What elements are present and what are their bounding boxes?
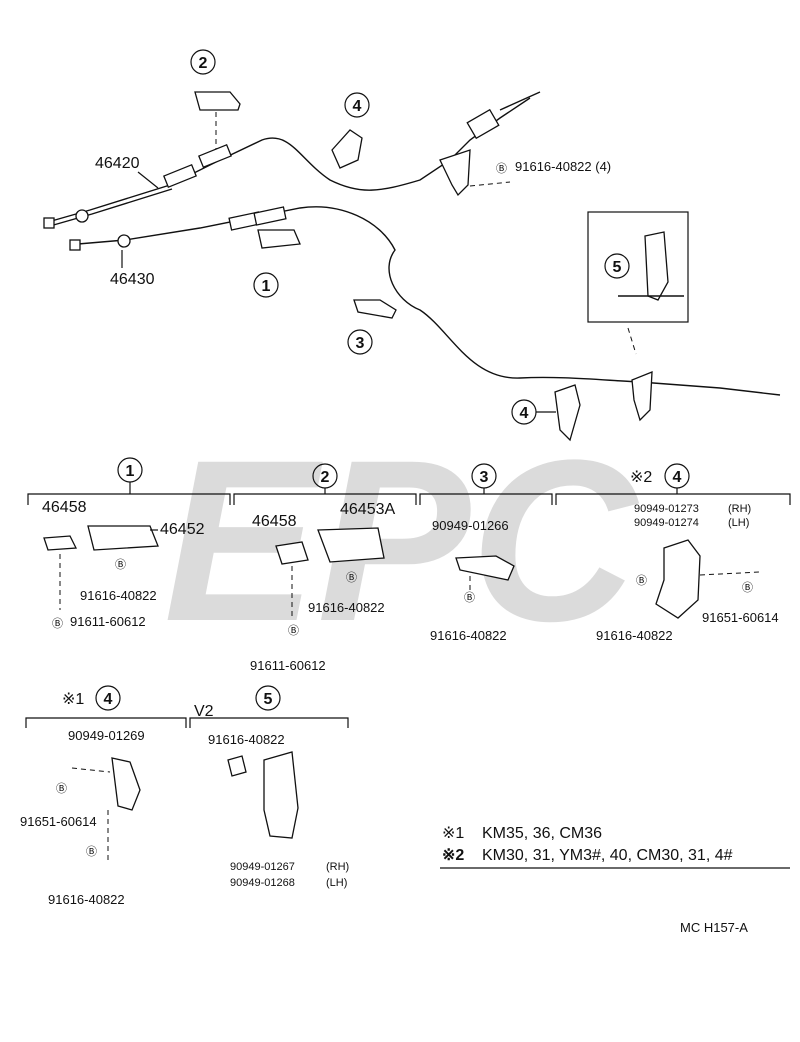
callout-2-top: 2 (190, 49, 216, 75)
bracket-90949-01269 (111, 757, 141, 811)
clip-46458-g2 (275, 541, 309, 565)
equalizer-bracket (439, 149, 471, 197)
svg-text:Ⓑ: Ⓑ (288, 624, 299, 637)
variant-mark-2: ※2 (630, 469, 652, 486)
svg-text:Ⓑ: Ⓑ (56, 782, 67, 795)
bracket-90949-01266 (455, 555, 515, 581)
part-90949-01273: 90949-01273 (634, 503, 699, 515)
svg-text:Ⓑ: Ⓑ (742, 581, 753, 594)
applicability-notes: ※1 KM35, 36, CM36 ※2 KM30, 31, YM3#, 40,… (440, 825, 790, 869)
callout-1-overview: 1 (253, 272, 279, 298)
cable-46420 (47, 97, 531, 223)
callout-3-overview: 3 (347, 329, 373, 355)
group-2: 2 46458 46453A Ⓑ 91616-40822 Ⓑ 91611-606… (250, 463, 395, 673)
bracket-4-overview-bottom (554, 384, 581, 442)
cable-46430-label: 46430 (110, 271, 155, 288)
part-91616-40822-g1: 91616-40822 (80, 588, 157, 603)
clip-46458-g1 (43, 535, 78, 551)
diagram-reference-code: MC H157-A (680, 920, 748, 935)
variant-mark-1: ※1 (62, 691, 84, 708)
part-91616-40822-g4: 91616-40822 (596, 628, 673, 643)
svg-text:Ⓑ: Ⓑ (636, 574, 647, 587)
part-90949-01266: 90949-01266 (432, 518, 509, 533)
bracket-46453A (317, 527, 385, 563)
part-91616-40822-g4b: 91616-40822 (48, 892, 125, 907)
part-90949-01274: 90949-01274 (634, 517, 699, 529)
part-46452: 46452 (160, 521, 205, 538)
bracket-90949-01273 (655, 539, 701, 619)
cable-46420-label: 46420 (95, 155, 140, 172)
note-rh-g5: (RH) (326, 861, 349, 873)
detail-section-dividers (27, 493, 791, 505)
part-46458-g1: 46458 (42, 499, 87, 516)
callout-4-var2: 4 (673, 469, 682, 486)
note-lh-g5: (LH) (326, 877, 347, 889)
part-91611-60612-g1: 91611-60612 (70, 614, 146, 629)
callout-4-top: 4 (344, 92, 370, 118)
group-4-var2: ※2 4 90949-01273 (RH) 90949-01274 (LH) Ⓑ… (596, 463, 779, 643)
bracket-46452 (87, 525, 159, 551)
bracket-4-overview-top (331, 129, 363, 169)
watermark-logo: EPC (164, 412, 640, 669)
svg-text:Ⓑ: Ⓑ (115, 558, 126, 571)
part-46453A: 46453A (340, 501, 395, 518)
cable-sleeve-upper (162, 163, 198, 189)
svg-text:Ⓑ: Ⓑ (346, 571, 357, 584)
overview-section: 2 46420 4 Ⓑ 91616-40822 (4) 46430 (43, 49, 781, 442)
note-rh-g4: (RH) (728, 503, 751, 515)
part-91616-40822-g2: 91616-40822 (308, 600, 385, 615)
note-1-mark: ※1 (442, 825, 464, 842)
note-2-mark: ※2 (442, 847, 464, 864)
svg-text:3: 3 (356, 335, 365, 352)
group-5: V2 5 91616-40822 90949-01267 (RH) 90949-… (189, 685, 349, 889)
callout-1: 1 (126, 463, 135, 480)
part-90949-01269: 90949-01269 (68, 728, 145, 743)
part-90949-01267: 90949-01267 (230, 861, 295, 873)
inset-detail-5: 5 (587, 211, 689, 355)
bracket-3-overview (353, 299, 397, 319)
bracket-5-inset (644, 231, 669, 301)
svg-text:1: 1 (262, 278, 271, 295)
note-1-text: KM35, 36, CM36 (482, 825, 602, 842)
callout-3: 3 (480, 469, 489, 486)
svg-text:Ⓑ: Ⓑ (464, 591, 475, 604)
callout-5: 5 (264, 691, 273, 708)
part-91611-60612-g2: 91611-60612 (250, 658, 326, 673)
svg-text:Ⓑ: Ⓑ (86, 845, 97, 858)
callout-4-var1: 4 (104, 691, 113, 708)
bracket-90949-01267 (263, 751, 299, 839)
part-46458-g2: 46458 (252, 513, 297, 530)
group-4-var1: ※1 4 90949-01269 Ⓑ 91651-60614 Ⓑ 91616-4… (20, 685, 187, 907)
cable-46430 (77, 206, 781, 396)
note-2-text: KM30, 31, YM3#, 40, CM30, 31, 4# (482, 847, 733, 864)
note-lh-g4: (LH) (728, 517, 749, 529)
bolt-symbol-top: Ⓑ (496, 162, 507, 175)
svg-text:4: 4 (353, 98, 362, 115)
watermark-text: EPC (164, 412, 640, 669)
bracket-2-overview (194, 91, 241, 111)
part-91651-60614-g4b: 91651-60614 (20, 814, 97, 829)
part-91616-40822-g3: 91616-40822 (430, 628, 507, 643)
group-1: 1 46458 46452 Ⓑ 91616-40822 Ⓑ 91611-6061… (42, 457, 205, 630)
bracket-1-overview (257, 229, 301, 249)
part-91616-40822-g5: 91616-40822 (208, 732, 285, 747)
bolt-note-top: 91616-40822 (4) (515, 159, 611, 174)
svg-text:5: 5 (613, 259, 622, 276)
svg-text:Ⓑ: Ⓑ (52, 617, 63, 630)
part-91651-60614-g4: 91651-60614 (702, 610, 779, 625)
svg-text:4: 4 (520, 405, 529, 422)
bolt-g5 (227, 755, 247, 777)
prefix-v2: V2 (194, 703, 214, 720)
group-3: 3 90949-01266 Ⓑ 91616-40822 (430, 463, 515, 643)
part-90949-01268: 90949-01268 (230, 877, 295, 889)
svg-text:2: 2 (199, 55, 208, 72)
callout-2: 2 (321, 469, 330, 486)
bracket-lower-right (631, 371, 653, 422)
